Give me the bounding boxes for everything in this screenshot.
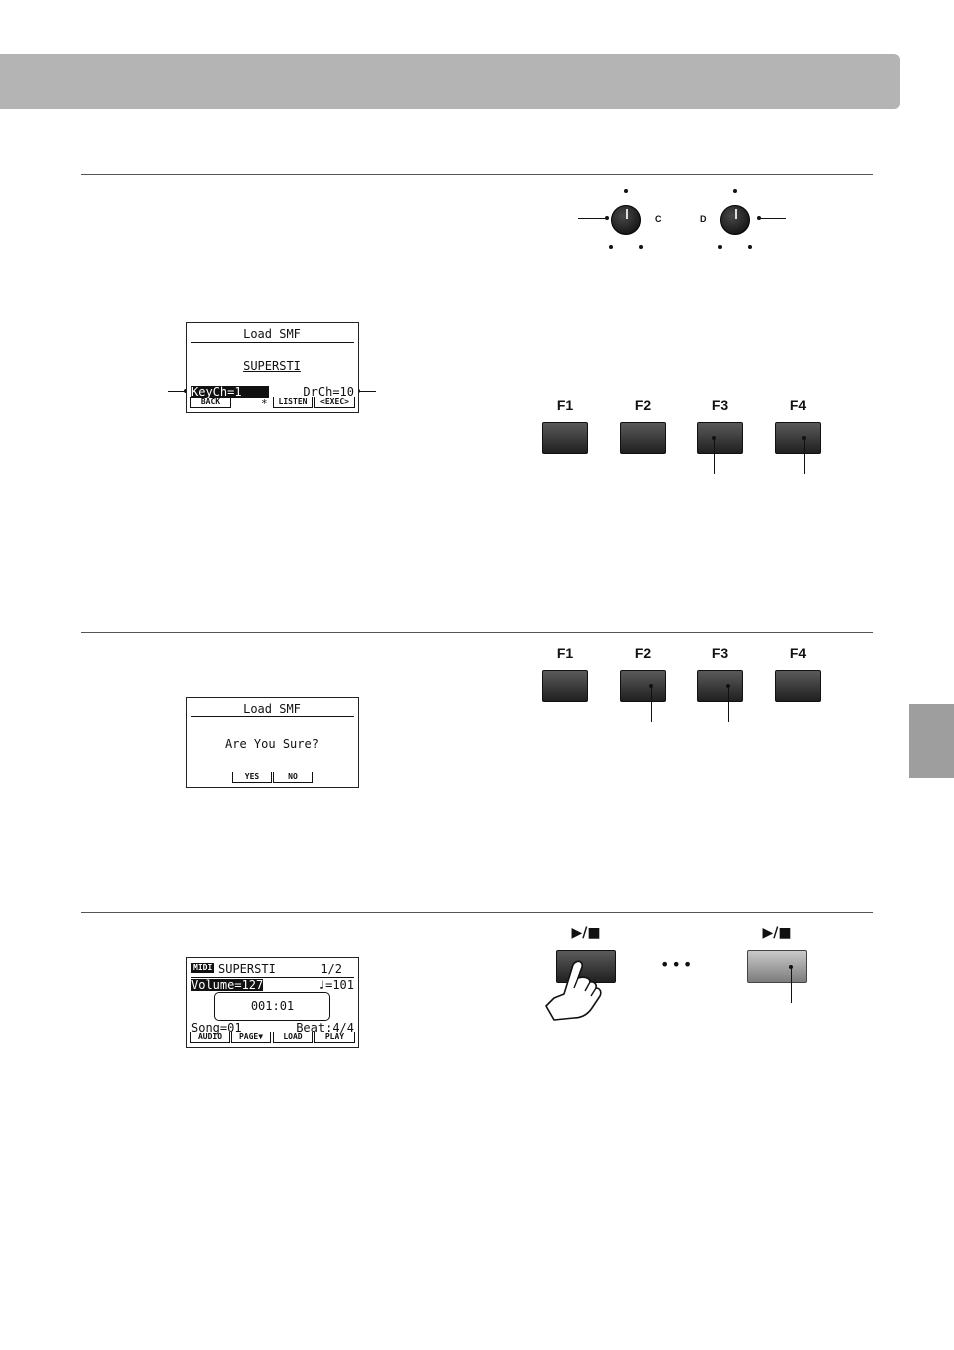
f3-label: F3 xyxy=(711,397,729,413)
soft-key-page: PAGE▼ xyxy=(231,1032,271,1043)
soft-key-audio: AUDIO xyxy=(190,1032,230,1043)
f4-label-2: F4 xyxy=(789,645,807,661)
f2-label-2: F2 xyxy=(634,645,652,661)
lcd-position-box xyxy=(214,992,330,1021)
play-stop-button[interactable] xyxy=(556,950,616,983)
lcd-song-number: Song=01 xyxy=(191,1021,242,1035)
knob-d-callout xyxy=(759,218,786,219)
soft-key-exec: <EXEC> xyxy=(314,397,355,408)
keych-callout xyxy=(168,391,186,392)
soft-key-load: LOAD xyxy=(273,1032,313,1043)
lcd-confirm: Load SMF Are You Sure? YES NO xyxy=(186,697,359,788)
lcd-midi-badge: MIDI xyxy=(191,963,215,973)
section-divider-3 xyxy=(81,912,873,913)
soft-key-back: BACK xyxy=(190,397,231,408)
lcd-drum-channel: DrCh=10 xyxy=(303,385,354,399)
lcd-position: 001:01 xyxy=(250,999,295,1013)
lcd-beat: Beat:4/4 xyxy=(296,1021,354,1035)
knob-d-dot-top xyxy=(733,189,737,193)
knob-c-letter: C xyxy=(655,214,662,224)
f3-label-2: F3 xyxy=(711,645,729,661)
f3-callout xyxy=(714,438,715,474)
lcd-volume: Volume=127 xyxy=(191,978,264,992)
f2-label: F2 xyxy=(634,397,652,413)
f1-label-2: F1 xyxy=(556,645,574,661)
play-stop-callout xyxy=(791,967,792,1003)
f4-button-2[interactable] xyxy=(775,670,821,702)
lcd-key-channel: KeyCh=1 xyxy=(191,386,269,398)
f2-button-2[interactable] xyxy=(620,670,666,702)
lcd-title: Load SMF xyxy=(243,327,301,341)
lcd-load-smf: Load SMF SUPERSTI KeyCh=1 DrCh=10 BACK *… xyxy=(186,322,359,413)
lcd-midi-player: MIDI SUPERSTI 1/2 Volume=127 ♩=101 001:0… xyxy=(186,957,359,1048)
soft-key-no: NO xyxy=(273,772,313,783)
knob-c-callout xyxy=(578,218,608,219)
knob-group: C D xyxy=(560,185,800,255)
knob-c[interactable] xyxy=(611,205,641,235)
knob-c-dot-bl xyxy=(609,245,613,249)
knob-d-dot-bl xyxy=(718,245,722,249)
f4-button[interactable] xyxy=(775,422,821,454)
f1-button-2[interactable] xyxy=(542,670,588,702)
knob-c-dot-br xyxy=(639,245,643,249)
pointing-hand-icon xyxy=(545,960,602,1021)
section-divider-2 xyxy=(81,632,873,633)
lcd-confirm-title: Load SMF xyxy=(243,702,301,716)
knob-c-dot-top xyxy=(624,189,628,193)
f2-callout-2 xyxy=(651,686,652,722)
lcd-song-name: SUPERSTI xyxy=(218,962,276,976)
lcd-tempo: ♩=101 xyxy=(317,978,354,992)
f4-label: F4 xyxy=(789,397,807,413)
f3-button[interactable] xyxy=(697,422,743,454)
f2-button[interactable] xyxy=(620,422,666,454)
section-divider-1 xyxy=(81,174,873,175)
knob-d-letter: D xyxy=(700,214,707,224)
f1-button[interactable] xyxy=(542,422,588,454)
play-stop-button-lit[interactable] xyxy=(747,950,807,983)
lcd-filename: SUPERSTI xyxy=(243,359,301,373)
drch-callout xyxy=(359,391,376,392)
knob-d[interactable] xyxy=(720,205,750,235)
soft-key-listen: LISTEN xyxy=(273,397,313,408)
play-stop-label-2: ▶/■ xyxy=(762,925,792,941)
f3-callout-2 xyxy=(728,686,729,722)
lcd-page: 1/2 xyxy=(320,962,342,976)
ellipsis-indicator: ••• xyxy=(660,955,695,974)
soft-key-play: PLAY xyxy=(314,1032,355,1043)
chapter-tab xyxy=(909,704,954,778)
f1-label: F1 xyxy=(556,397,574,413)
soft-key-yes: YES xyxy=(232,772,272,783)
lcd-asterisk: * xyxy=(261,397,268,410)
knob-c-callout-dot xyxy=(605,216,609,220)
lcd-confirm-message: Are You Sure? xyxy=(225,737,319,751)
f3-button-2[interactable] xyxy=(697,670,743,702)
f4-callout xyxy=(804,438,805,474)
play-stop-label-1: ▶/■ xyxy=(571,925,601,941)
knob-d-dot-br xyxy=(748,245,752,249)
header-bar xyxy=(0,54,900,109)
